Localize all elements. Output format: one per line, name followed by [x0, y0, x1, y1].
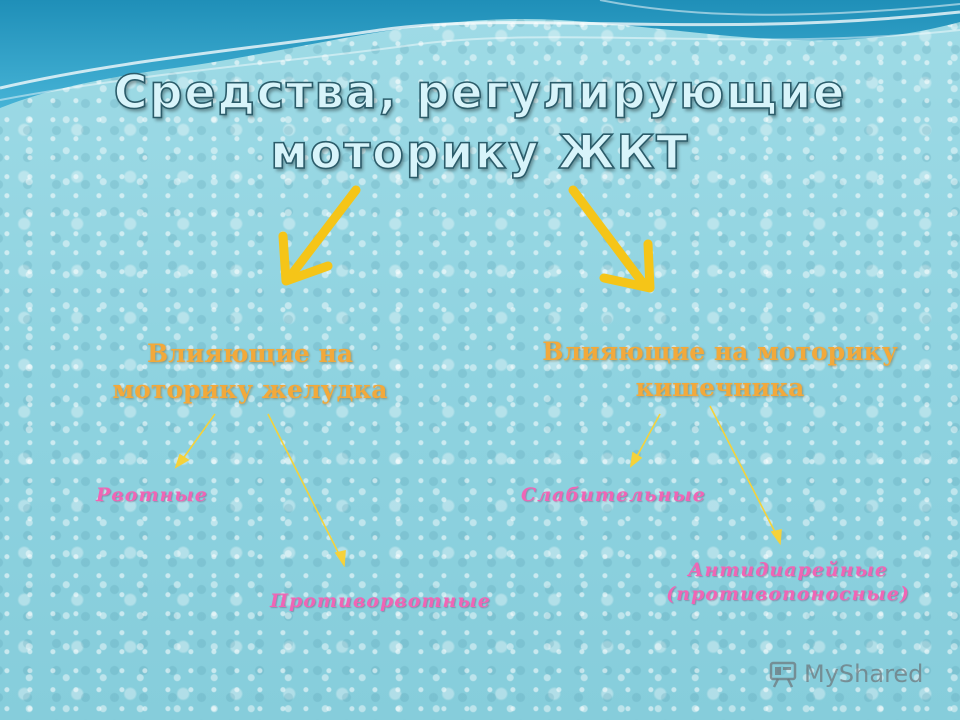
subcategory-antiemetic: Противорвотные [270, 590, 491, 612]
slide-title: Средства, регулирующие моторику ЖКТ [113, 64, 847, 180]
watermark-text: MyShared [804, 660, 924, 688]
wave-header-decoration [0, 0, 960, 108]
arrow-to-laxative [635, 413, 661, 459]
subcategory-antidiarrheal: Антидиарейные (противопоносные) [666, 559, 910, 605]
watermark: MyShared [768, 656, 923, 692]
arrow-to-intestine [568, 185, 655, 293]
arrow-to-stomach [278, 185, 361, 286]
subcategory-emetic: Рвотные [96, 484, 208, 506]
subcategory-laxative: Слабительные [521, 484, 706, 506]
arrow-to-emetic [181, 413, 216, 461]
category-intestine-motility: Влияющие на моторику кишечника [542, 337, 898, 402]
presentation-board-icon [769, 661, 797, 688]
arrow-to-antiemetic [267, 413, 341, 557]
arrow-to-antidiarrheal [709, 405, 777, 535]
category-stomach-motility: Влияющие на моторику желудка [112, 339, 388, 404]
